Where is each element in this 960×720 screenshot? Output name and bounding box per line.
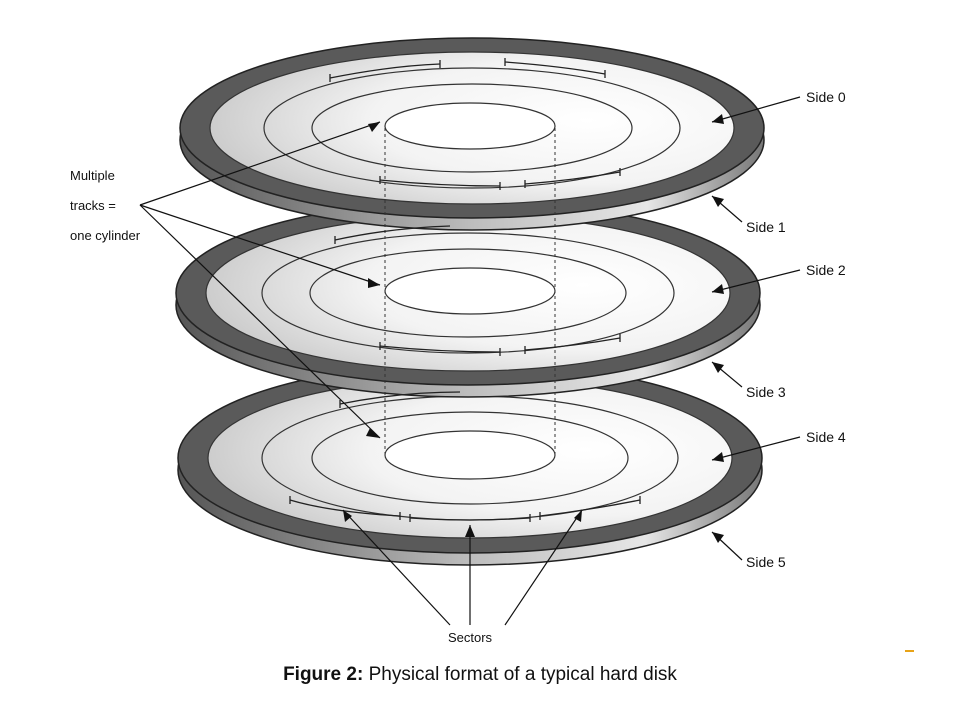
label-side-3: Side 3 (746, 384, 786, 400)
label-tracks-line-1: Multiple (70, 168, 115, 183)
figure-caption: Figure 2: Physical format of a typical h… (0, 664, 960, 686)
platter-2 (175, 200, 761, 398)
label-side-0: Side 0 (806, 89, 846, 105)
platter-3 (177, 362, 763, 566)
arrowheads (343, 114, 724, 543)
sector-marks (289, 58, 641, 522)
caption-text: Physical format of a typical hard disk (363, 664, 677, 685)
label-tracks-line-2: tracks = (70, 198, 116, 213)
cylinder-dashes (384, 128, 556, 455)
label-side-5: Side 5 (746, 554, 786, 570)
accent-mark (905, 650, 914, 652)
platter-1 (179, 37, 765, 231)
leader-lines (139, 96, 801, 626)
label-side-4: Side 4 (806, 429, 846, 445)
label-tracks-line-3: one cylinder (70, 228, 141, 243)
label-side-1: Side 1 (746, 219, 786, 235)
label-sectors: Sectors (448, 630, 493, 645)
label-side-2: Side 2 (806, 262, 846, 278)
caption-prefix: Figure 2: (283, 664, 364, 685)
